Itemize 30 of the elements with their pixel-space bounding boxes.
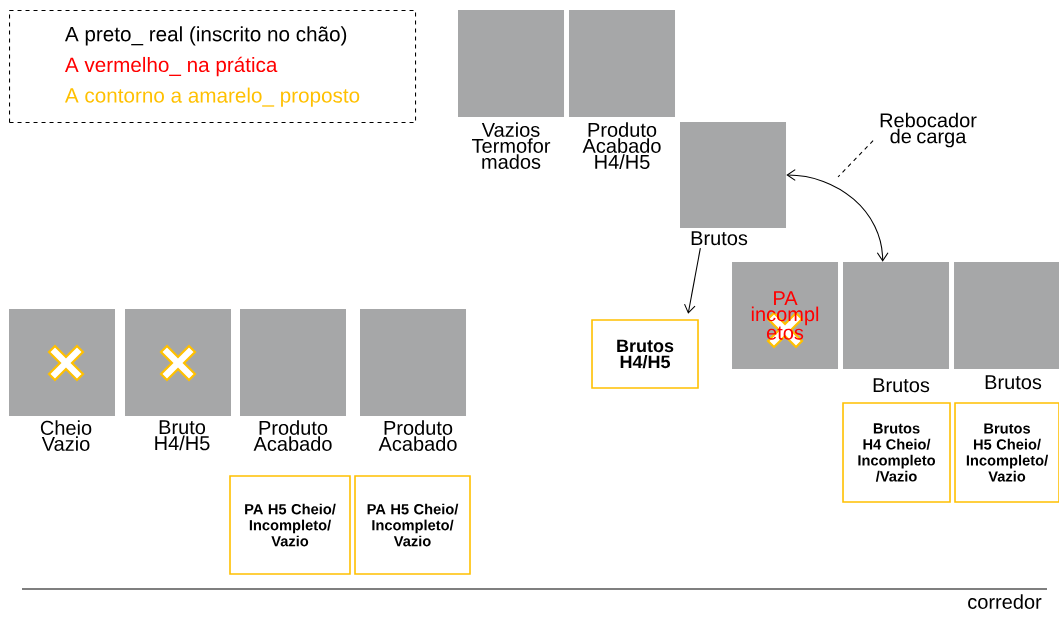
floor-square [458,10,564,117]
tugger-label: Rebocador de carga [880,112,977,148]
floor-square [9,309,115,416]
proposal-box: Brutos H4 Cheio/ Incompleto /Vazio [842,402,951,503]
area-label: Bruto H4/H5 [155,420,210,451]
proposal-box: Brutos H4/H5 [591,319,699,389]
arrow [684,247,701,314]
area-label: Produto Acabado [253,420,332,451]
legend-box: A preto_ real (inscrito no chão) A vermelho_ na prática A contorno a amarelo_ proposto [9,10,417,124]
floor-square [732,262,838,369]
area-label: Brutos [985,375,1042,390]
floor-square [360,309,466,416]
area-label: Brutos [691,231,748,246]
leader-line [837,140,874,178]
corridor-label: corredor [968,594,1042,609]
floor-square [954,262,1059,369]
floor-square [843,262,949,369]
area-label: Cheio Vazio [40,420,92,451]
area-label: Brutos [873,378,930,393]
area-label: Produto Acabado [378,420,457,451]
curved-arrow [786,169,889,262]
floor-square [240,309,346,416]
proposal-box: PA H5 Cheio/ Incompleto/ Vazio [354,475,471,575]
floor-square [125,309,231,416]
floor-square [680,122,786,228]
area-label: Produto Acabado H4/H5 [582,122,661,169]
proposal-box: Brutos H5 Cheio/ Incompleto/ Vazio [954,402,1059,503]
floor-square [569,10,675,117]
area-label: Vazios Termofor mados [472,122,551,169]
proposal-box: PA H5 Cheio/ Incompleto/ Vazio [229,475,351,575]
